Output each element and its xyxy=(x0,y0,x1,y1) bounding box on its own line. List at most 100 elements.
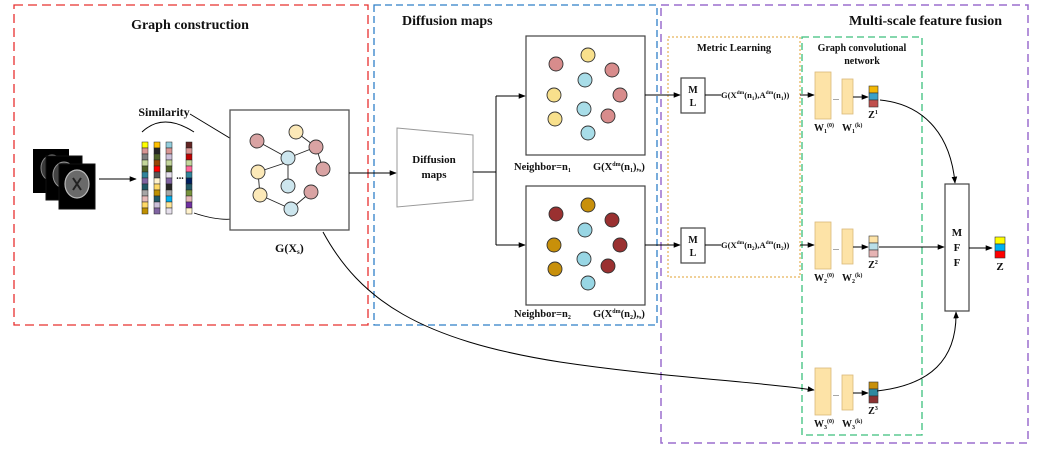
gcn-layer-wk xyxy=(841,374,854,411)
similarity-cell xyxy=(165,159,173,167)
z1-to-mff-arrow xyxy=(879,99,958,184)
graph-node xyxy=(252,187,268,203)
dm-graph-node xyxy=(612,87,628,103)
similarity-cell xyxy=(141,165,149,173)
dm-graph-n2-label: G(Xdm(n2),s) xyxy=(593,309,645,321)
similarity-cell xyxy=(141,201,149,209)
multi-scale-fusion-title: Multi-scale feature fusion xyxy=(849,14,1002,29)
similarity-cell xyxy=(153,159,161,167)
similarity-cell xyxy=(185,153,193,161)
z-final-cell xyxy=(994,250,1006,259)
similarity-cell xyxy=(153,171,161,179)
wk-label: W3(k) xyxy=(842,418,862,431)
similarity-cell xyxy=(165,189,173,197)
gcn-rows: ...Z1W1(0)W1(k)...Z2W2(0)W2(k)...Z3W3(0)… xyxy=(814,71,879,431)
similarity-cell xyxy=(153,183,161,191)
similarity-matrix xyxy=(141,141,193,215)
dm-graph-n1-nodes xyxy=(546,47,628,141)
graph-node xyxy=(308,139,324,155)
ml-block-2-line1: M xyxy=(688,235,698,246)
mff-line2: F xyxy=(954,242,961,254)
dm-graph-node xyxy=(612,237,628,253)
similarity-cell xyxy=(153,165,161,173)
similarity-cell xyxy=(141,195,149,203)
final-embedding-z xyxy=(994,236,1006,259)
diffusion-maps-title: Diffusion maps xyxy=(402,14,493,29)
dm-graph-node xyxy=(547,111,563,127)
graph-node xyxy=(303,184,319,200)
gcn-layer-ellipsis: ... xyxy=(833,93,839,102)
similarity-cell xyxy=(141,207,149,215)
graph-node xyxy=(280,150,296,166)
neighbor-n2-label: Neighbor=n2 xyxy=(514,309,571,321)
dm-graph-node xyxy=(546,87,562,103)
similarity-cell xyxy=(165,195,173,203)
z-embedding-cell xyxy=(868,92,879,101)
final-z-label: Z xyxy=(996,261,1003,273)
similarity-cell xyxy=(185,189,193,197)
dm-graph-node xyxy=(580,275,596,291)
gcn-layer-w0 xyxy=(814,367,832,416)
dm-graph-node xyxy=(604,62,620,78)
similarity-cell xyxy=(165,141,173,149)
dm-graph-node xyxy=(548,56,564,72)
graph-node xyxy=(250,164,266,180)
neighbor-n1-label: Neighbor=n1 xyxy=(514,162,571,174)
w0-label: W3(0) xyxy=(814,418,834,431)
diffusion-block-label-line1: Diffusion xyxy=(412,154,455,166)
dm-graph-n2-nodes xyxy=(546,197,628,291)
similarity-cell xyxy=(141,183,149,191)
similarity-cell xyxy=(153,195,161,203)
gcn-panel xyxy=(801,36,923,436)
similarity-cell xyxy=(153,153,161,161)
diffusion-block-label-line2: maps xyxy=(421,169,447,181)
graph-label: G(Xs) xyxy=(275,241,304,256)
similarity-cell xyxy=(153,141,161,149)
dm-graph-node xyxy=(580,197,596,213)
similarity-cell xyxy=(141,159,149,167)
similarity-column xyxy=(153,141,161,215)
mff-line3: F xyxy=(954,257,961,269)
similarity-cell xyxy=(165,201,173,209)
diffusion-maps-block xyxy=(396,127,474,208)
similarity-cell xyxy=(153,207,161,215)
gcn-layer-wk xyxy=(841,228,854,265)
similarity-column xyxy=(141,141,149,215)
similarity-label: Similarity xyxy=(138,105,189,119)
similarity-cell xyxy=(165,177,173,185)
ml1-output-label: G(Xdm(n1),Adm(n1)) xyxy=(721,90,789,102)
mri-image-stack xyxy=(33,149,96,210)
similarity-cell xyxy=(153,201,161,209)
dm-graph-node xyxy=(576,251,592,267)
ml2-output-label: G(Xdm(n2),Adm(n2)) xyxy=(721,240,789,252)
similarity-cell xyxy=(165,147,173,155)
metric-learning-title: Metric Learning xyxy=(697,43,772,54)
z-embedding-cell xyxy=(868,85,879,94)
similarity-cell xyxy=(141,171,149,179)
similarity-cell xyxy=(153,189,161,197)
z-embedding-cell xyxy=(868,388,879,397)
dm-graph-node xyxy=(600,108,616,124)
gcn-layer-ellipsis: ... xyxy=(833,389,839,398)
similarity-cell xyxy=(185,141,193,149)
dm-graph-node xyxy=(548,206,564,222)
similarity-cell xyxy=(165,165,173,173)
similarity-cell xyxy=(185,195,193,203)
wk-label: W2(k) xyxy=(842,272,862,285)
graph-node xyxy=(283,201,299,217)
multi-scale-fusion-panel xyxy=(660,4,1029,444)
z-embedding-cell xyxy=(868,381,879,390)
graph-node xyxy=(288,124,304,140)
ml-block-1-line1: M xyxy=(688,85,698,96)
dm-graph-node xyxy=(546,237,562,253)
diffusion-split-connector xyxy=(473,96,497,245)
graph-to-gcn3-arrow xyxy=(322,231,815,392)
similarity-cell xyxy=(165,171,173,179)
mff-line1: M xyxy=(952,227,963,239)
gcn-layer-ellipsis: ... xyxy=(833,243,839,252)
wk-label: W1(k) xyxy=(842,122,862,135)
gcn-title-line2: network xyxy=(844,56,880,67)
